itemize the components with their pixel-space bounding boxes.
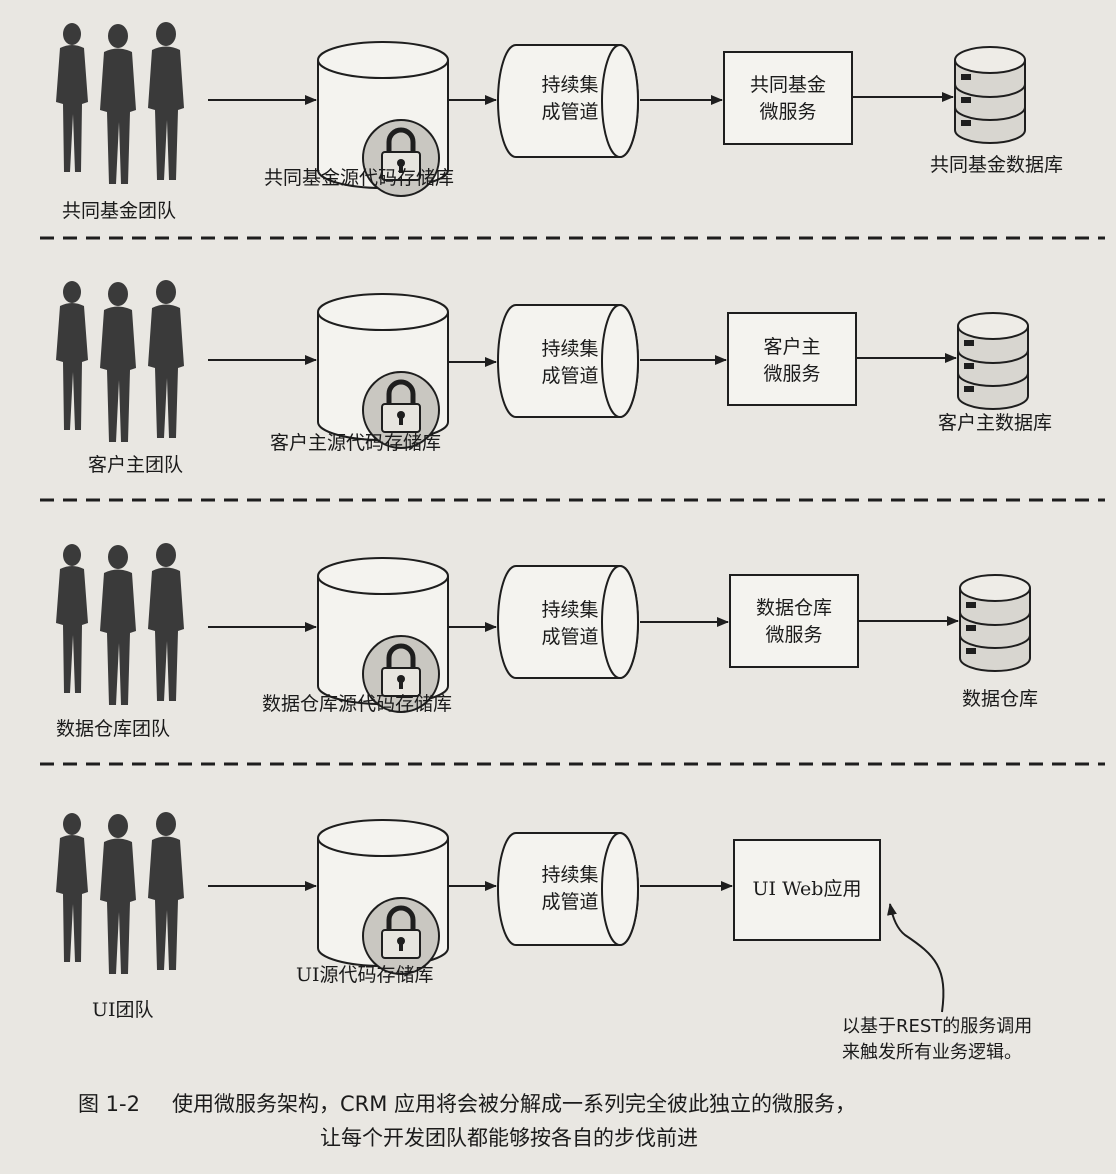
annotation-arrow	[887, 903, 945, 1013]
rest-annotation: 以基于REST的服务调用 来触发所有业务逻辑。	[842, 1016, 1033, 1063]
lock-icon	[318, 820, 448, 974]
db-label: 客户主数据库	[938, 412, 1053, 434]
pipeline-label: 持续集 成管道	[541, 74, 599, 123]
caption-line-2: 让每个开发团队都能够按各自的步伐前进	[320, 1126, 698, 1150]
service-box	[733, 839, 881, 941]
team-label: 客户主团队	[88, 454, 184, 476]
service-label: 共同基金 微服务	[749, 74, 826, 123]
database-stack-icon	[959, 574, 1031, 672]
team-label: 数据仓库团队	[56, 718, 171, 740]
repo-label: 共同基金源代码存储库	[264, 167, 455, 189]
people-silhouette-icon	[56, 812, 184, 974]
service-box	[723, 51, 853, 145]
pipeline-label: 持续集 成管道	[541, 864, 599, 913]
database-stack-icon	[954, 46, 1026, 144]
people-silhouette-icon	[56, 280, 184, 442]
service-label: 数据仓库 微服务	[755, 597, 832, 646]
pipeline-label: 持续集 成管道	[541, 599, 599, 648]
pipeline-label: 持续集 成管道	[541, 338, 599, 387]
team-label: UI团队	[92, 999, 154, 1021]
repo-label: UI源代码存储库	[296, 964, 434, 986]
database-stack-icon	[957, 312, 1029, 410]
repo-label: 客户主源代码存储库	[270, 432, 442, 454]
team-label: 共同基金团队	[62, 200, 177, 222]
service-label: UI Web应用	[752, 878, 862, 900]
figure-number: 图 1-2	[78, 1092, 140, 1116]
db-label: 数据仓库	[962, 688, 1039, 710]
db-label: 共同基金数据库	[930, 154, 1064, 176]
service-label: 客户主 微服务	[763, 336, 821, 385]
lock-icon	[318, 294, 448, 448]
people-silhouette-icon	[56, 543, 184, 705]
caption-line-1: 使用微服务架构，CRM 应用将会被分解成一系列完全彼此独立的微服务，	[172, 1092, 857, 1116]
repo-label: 数据仓库源代码存储库	[262, 693, 453, 715]
people-silhouette-icon	[56, 22, 184, 184]
